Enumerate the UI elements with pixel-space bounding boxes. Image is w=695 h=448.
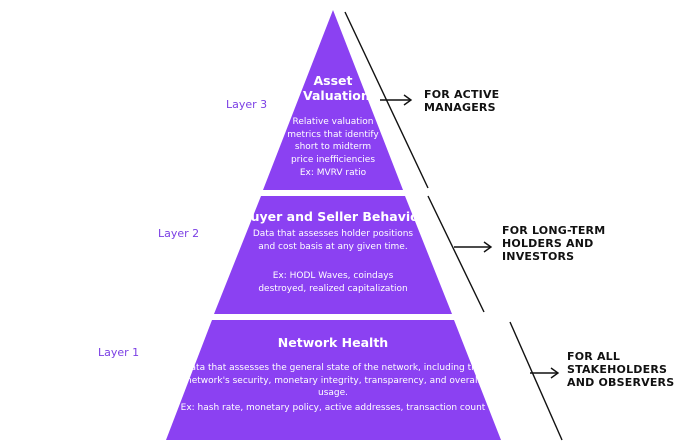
layer-2-example: Ex: HODL Waves, coindays destroyed, real… — [258, 271, 408, 294]
layer-2-label: Layer 2 — [158, 227, 200, 240]
layer-1-label: Layer 1 — [98, 346, 140, 359]
pyramid-tier-1 — [166, 320, 501, 440]
pyramid-tier-3 — [263, 10, 403, 190]
layer-1-title: Network Health — [277, 335, 389, 350]
audience-layer-1: FOR ALL STAKEHOLDERS AND OBSERVERS — [567, 350, 675, 389]
layer-1-description: Data that assesses the general state of … — [183, 363, 483, 398]
bracket-line-2 — [427, 195, 485, 313]
arrow-icon-2 — [454, 241, 493, 253]
arrow-icon-3 — [380, 94, 413, 106]
layer-2-description: Data that assesses holder positions and … — [252, 229, 414, 252]
pyramid-tier-2 — [214, 196, 452, 314]
layer-3-label: Layer 3 — [226, 98, 268, 111]
layer-3-example: Ex: MVRV ratio — [299, 168, 367, 178]
arrow-icon-1 — [530, 367, 560, 379]
audience-layer-3: FOR ACTIVE MANAGERS — [424, 88, 500, 114]
bracket-line-1 — [509, 321, 563, 441]
layer-1-example: Ex: hash rate, monetary policy, active a… — [180, 403, 486, 413]
audience-layer-2: FOR LONG-TERM HOLDERS AND INVESTORS — [502, 224, 606, 263]
layer-2-title: Buyer and Seller Behavior — [241, 209, 425, 224]
layer-3-description: Relative valuation metrics that identify… — [287, 117, 379, 165]
layer-3-title: Asset Valuation — [303, 73, 370, 103]
